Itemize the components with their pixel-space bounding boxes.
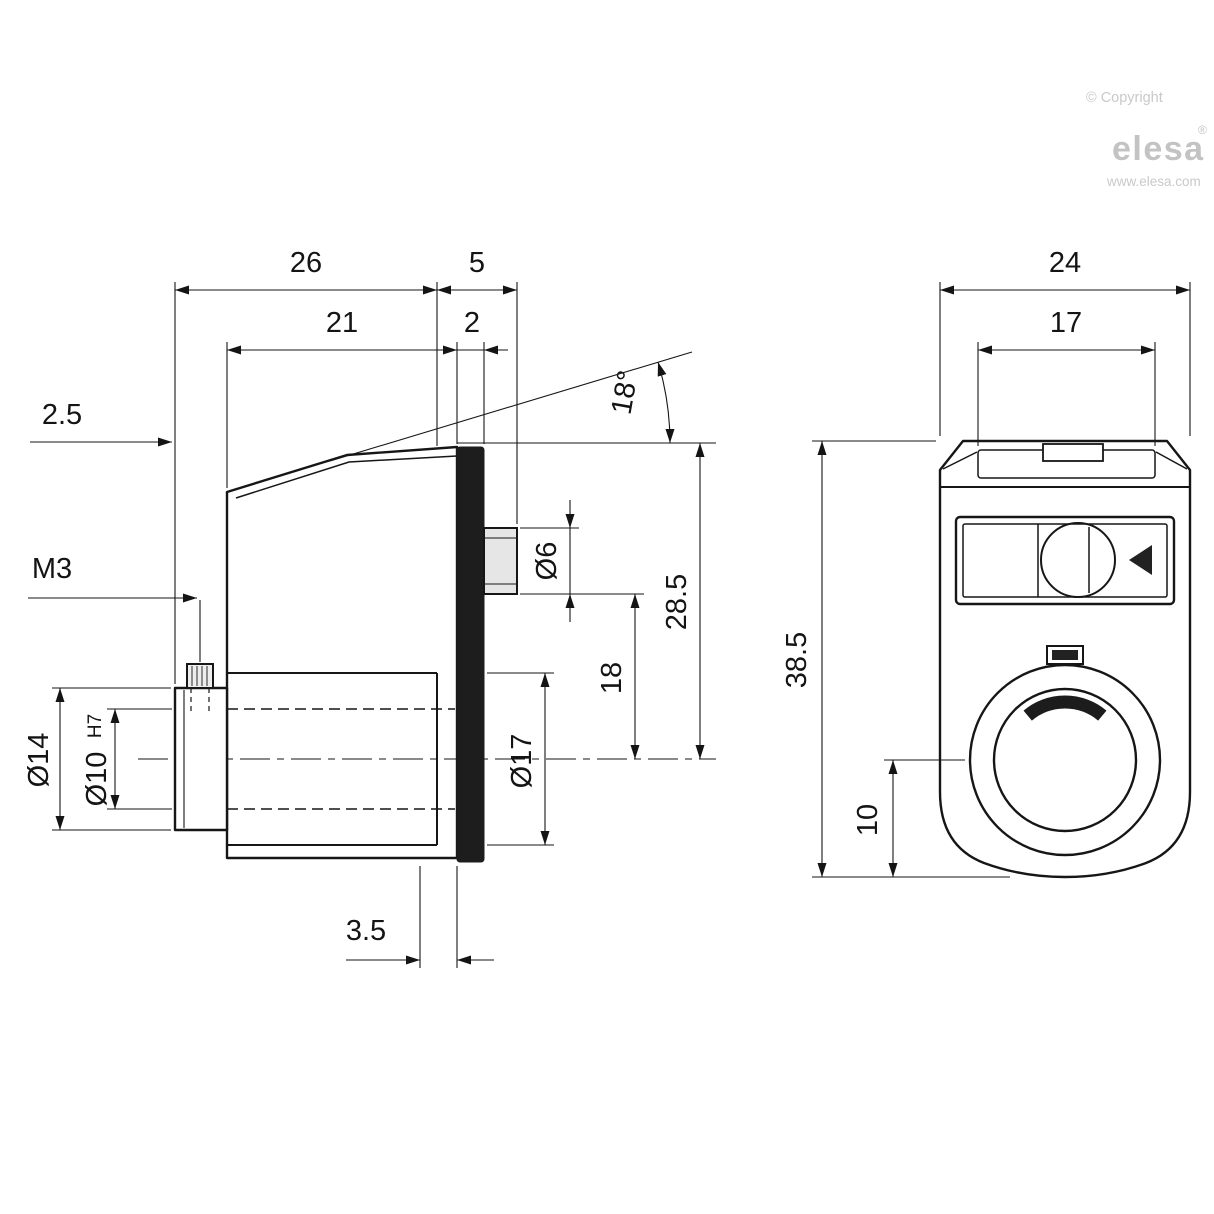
knob-side [483, 527, 518, 595]
svg-text:Ø17: Ø17 [506, 734, 538, 789]
dim-center-to-bottom: 10 [852, 759, 965, 877]
set-screw [186, 663, 214, 689]
elesa-logo: elesa [1112, 130, 1205, 168]
svg-text:2: 2 [464, 307, 480, 339]
bushing [173, 686, 229, 832]
registered-mark: ® [1198, 123, 1207, 137]
svg-text:3.5: 3.5 [346, 915, 386, 947]
angle-arc [657, 361, 675, 444]
dim-knob-diameter: Ø6 [520, 500, 644, 622]
set-screw-knurl [191, 666, 208, 686]
svg-text:21: 21 [326, 307, 358, 339]
dim-bushing-offset: 2.5 [30, 399, 172, 447]
pointer-triangle [1129, 545, 1152, 575]
svg-text:H7: H7 [85, 714, 106, 738]
dim-bottom-step: 3.5 [346, 866, 494, 968]
side-view: 18° 26 5 21 2 2.5 [23, 247, 716, 968]
angle-label: 18° [606, 368, 645, 417]
dim-total-height: 38.5 [781, 440, 1010, 878]
display-window [954, 515, 1176, 606]
svg-text:Ø10: Ø10 [81, 752, 113, 807]
dim-faceplate: 2 [457, 307, 508, 444]
dim-total-width: 24 [939, 247, 1191, 436]
knob-grip-arc [1023, 695, 1107, 721]
dim-window-width: 17 [977, 307, 1156, 446]
svg-text:18: 18 [596, 662, 628, 694]
faceplate-strip [456, 446, 485, 863]
dim-total-depth: 26 [174, 247, 438, 684]
svg-text:10: 10 [852, 804, 884, 836]
cap-chamfer-right [1155, 451, 1188, 470]
svg-text:17: 17 [1050, 307, 1082, 339]
knob-tab-slot [1052, 650, 1078, 660]
svg-text:Ø6: Ø6 [531, 542, 563, 581]
copyright-text: © Copyright [1086, 90, 1163, 106]
brand-logo: © Copyright elesa ® www.elesa.com [1086, 90, 1207, 189]
display-window-inner [962, 523, 1168, 598]
knob-inner-circle [992, 687, 1138, 833]
svg-text:Ø14: Ø14 [23, 733, 55, 788]
svg-text:26: 26 [290, 247, 322, 279]
dim-knob-to-center: 18 [596, 594, 640, 759]
svg-text:24: 24 [1049, 247, 1081, 279]
svg-text:28.5: 28.5 [661, 574, 693, 630]
dim-body-depth: 21 [226, 307, 458, 488]
body-outline [225, 445, 459, 860]
website-text: www.elesa.com [1106, 174, 1201, 189]
drum-circle [1040, 522, 1116, 598]
cap-tab [1042, 443, 1104, 462]
svg-text:38.5: 38.5 [781, 632, 813, 688]
angle-sloped-line [329, 351, 693, 462]
dim-bore-diameter: Ø10 H7 [81, 708, 172, 810]
window-inner-edge [235, 455, 458, 499]
dim-screw-thread: M3 [28, 553, 197, 603]
dim-bushing-diameter: Ø14 [23, 687, 171, 831]
dim-hub-diameter: Ø17 [487, 672, 554, 846]
svg-text:5: 5 [469, 247, 485, 279]
dim-top-to-center: 28.5 [661, 443, 705, 759]
dim-knob-depth: 5 [437, 247, 518, 524]
cap-chamfer-left [942, 451, 978, 470]
svg-text:M3: M3 [32, 553, 72, 585]
front-view: 24 17 38.5 10 [781, 247, 1192, 879]
svg-text:2.5: 2.5 [42, 399, 82, 431]
